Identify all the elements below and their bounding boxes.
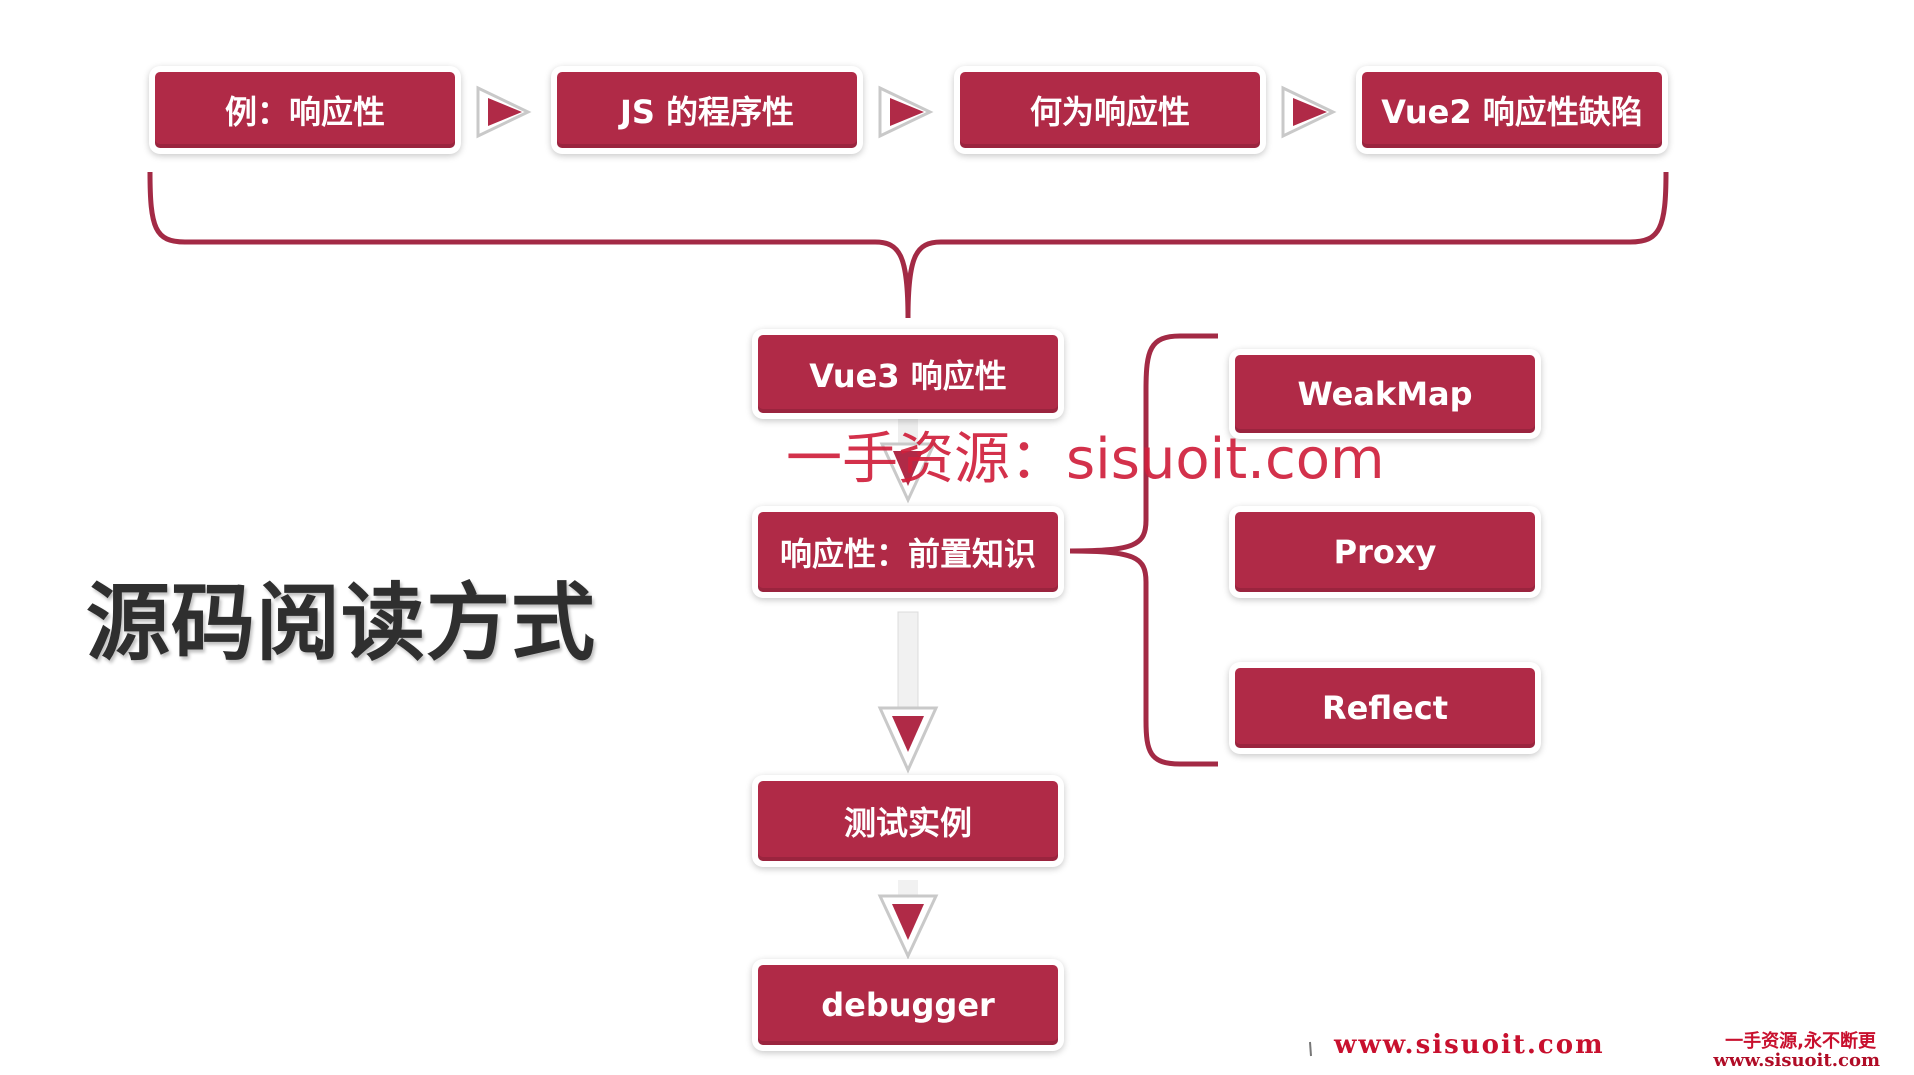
top-box-what-is-reactivity[interactable]: 何为响应性: [960, 72, 1260, 148]
center-box-prerequisite-knowledge[interactable]: 响应性：前置知识: [758, 512, 1058, 592]
watermark-overlay: 一手资源：sisuoit.com: [786, 427, 1385, 492]
arrow-right-2: [878, 85, 934, 139]
page-title: 源码阅读方式: [86, 574, 597, 672]
right-box-weakmap[interactable]: WeakMap: [1235, 355, 1535, 433]
arrow-down-2: [877, 611, 939, 774]
corner-watermark-line2: www.sisuoit.com: [1713, 1050, 1880, 1071]
arrow-right-1: [476, 85, 532, 139]
center-box-debugger[interactable]: debugger: [758, 965, 1058, 1045]
top-box-js-procedural[interactable]: JS 的程序性: [557, 72, 857, 148]
right-box-reflect[interactable]: Reflect: [1235, 668, 1535, 748]
right-box-proxy[interactable]: Proxy: [1235, 512, 1535, 592]
top-brace: [147, 171, 1669, 319]
footer-url: www.sisuoit.com: [1334, 1030, 1605, 1060]
corner-watermark-line1: 一手资源,永不断更: [1725, 1031, 1876, 1052]
center-box-test-example[interactable]: 测试实例: [758, 781, 1058, 861]
arrow-down-1: [879, 418, 937, 504]
top-box-vue2-reactivity-defects[interactable]: Vue2 响应性缺陷: [1362, 72, 1662, 148]
footer-tick: [1309, 1041, 1312, 1057]
arrow-down-3: [877, 880, 939, 960]
right-brace: [1069, 333, 1218, 767]
arrow-right-3: [1281, 85, 1337, 139]
top-box-example-reactivity[interactable]: 例：响应性: [155, 72, 455, 148]
center-box-vue3-reactivity[interactable]: Vue3 响应性: [758, 335, 1058, 413]
